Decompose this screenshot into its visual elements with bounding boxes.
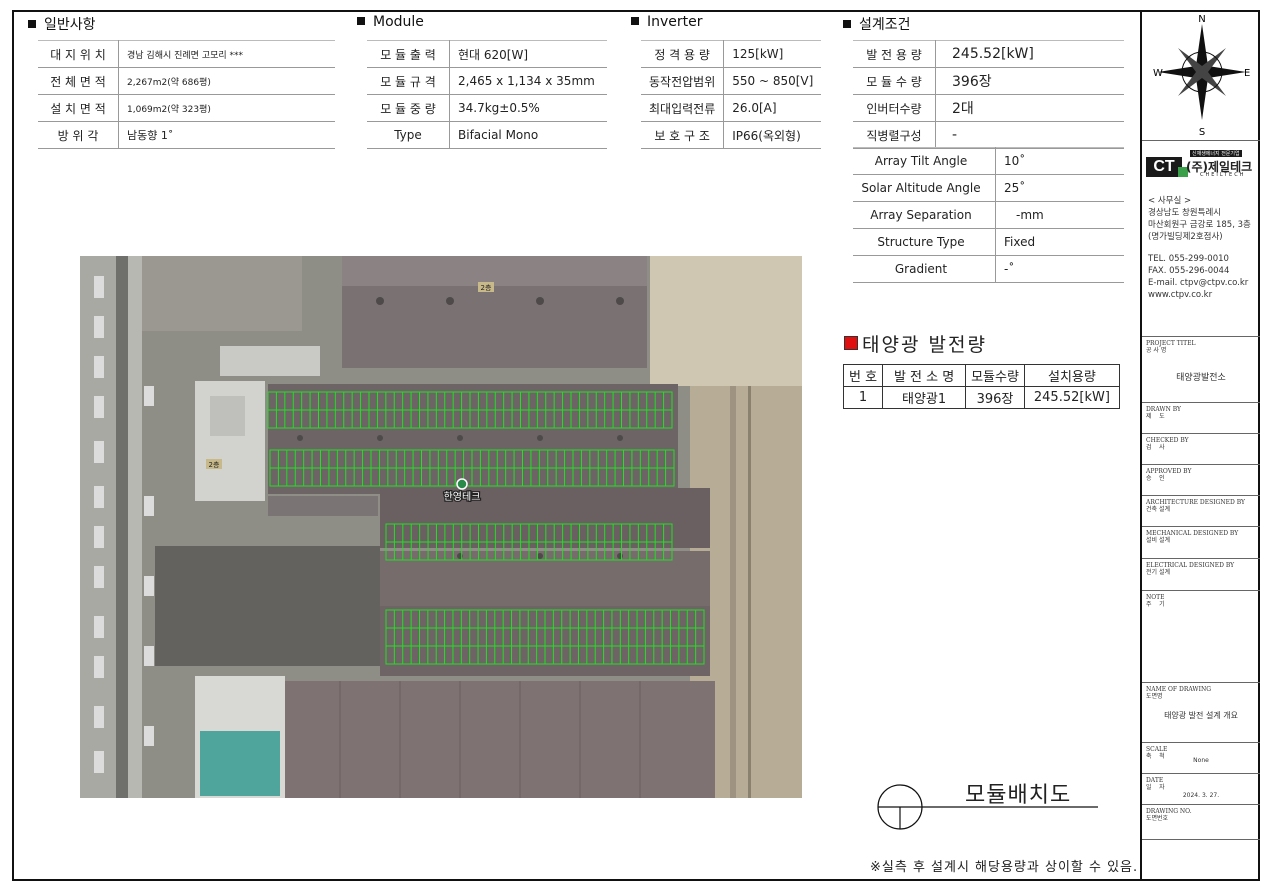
project-title-field: PROJECT TITEL 공 사 명 태양광발전소 — [1142, 336, 1260, 403]
table-row: 직병렬구성- — [853, 121, 1124, 149]
square-bullet-icon — [631, 17, 639, 25]
table-row: Gradient-˚ — [853, 255, 1124, 283]
name-of-drawing-field: NAME OF DRAWING 도면명 태양광 발전 설계 개요 — [1142, 682, 1260, 743]
building-floor-label: 2층 — [481, 283, 492, 292]
compass-east: E — [1244, 68, 1250, 79]
checked-by-field: CHECKED BY 검 사 — [1142, 433, 1260, 465]
scale-field: SCALE 축 척 None — [1142, 742, 1260, 774]
logo-green-accent — [1178, 167, 1188, 177]
logo-badge: 신재생에너지 전문기업 — [1190, 150, 1242, 157]
red-square-icon — [844, 336, 858, 350]
aerial-site-photo: 2층 2층 한영테크 — [80, 256, 802, 798]
design-section-title: 설계조건 — [843, 14, 911, 34]
drawing-number-field: DRAWING NO. 도면번호 — [1142, 804, 1260, 840]
approved-by-field: APPROVED BY 승 인 — [1142, 464, 1260, 496]
drawing-label: 모듈배치도 — [965, 783, 1072, 808]
generation-table: 번 호 발 전 소 명 모듈수량 설치용량 1 태양광1 396장 245.52… — [842, 364, 1120, 409]
company-address: < 사무실 > 경상남도 창원특례시 마산회원구 금강로 185, 3층 (명가… — [1148, 196, 1251, 300]
logo-subtitle: CHEILTECH — [1200, 172, 1246, 178]
architecture-designed-field: ARCHITECTURE DESIGNED BY 건축 설계 — [1142, 495, 1260, 527]
date-field: DATE 일 자 2024. 3. 27. — [1142, 773, 1260, 805]
note-field: NOTE 주 기 — [1142, 590, 1260, 683]
table-row: 1 태양광1 396장 245.52[kW] — [842, 386, 1120, 409]
logo-company-name: (주)제일테크 — [1186, 160, 1253, 174]
company-logo: CT 신재생에너지 전문기업 (주)제일테크 CHEILTECH — [1142, 140, 1260, 186]
square-bullet-icon — [28, 20, 36, 28]
electrical-designed-field: ELECTRICAL DESIGNED BY 전기 설계 — [1142, 558, 1260, 591]
drawn-by-field: DRAWN BY 제 도 — [1142, 402, 1260, 434]
drawing-title-symbol — [877, 784, 1098, 830]
company-map-label: 한영테크 — [444, 491, 481, 503]
location-pin-icon — [456, 478, 468, 490]
square-bullet-icon — [843, 20, 851, 28]
title-block — [1140, 10, 1260, 881]
square-bullet-icon — [357, 17, 365, 25]
site-layout-drawing: 2층 2층 한영테크 — [80, 256, 802, 798]
compass-rose-icon: N S W E — [1153, 14, 1250, 137]
compass-south: S — [1199, 127, 1205, 137]
table-header-row: 번 호 발 전 소 명 모듈수량 설치용량 — [842, 364, 1120, 387]
generation-section-title: 태양광 발전량 — [844, 330, 987, 357]
compass-west: W — [1153, 68, 1163, 79]
footnote: ※실측 후 설계시 해당용량과 상이할 수 있음. — [870, 860, 1139, 875]
mechanical-designed-field: MECHANICAL DESIGNED BY 설비 설계 — [1142, 526, 1260, 559]
drawing-sheet-border — [12, 10, 1260, 881]
general-section-title: 일반사항 — [28, 14, 96, 34]
module-section-title: Module — [357, 14, 424, 30]
logo-mark: CT — [1146, 157, 1182, 177]
building-floor-label: 2층 — [209, 460, 220, 469]
compass-north: N — [1198, 14, 1205, 25]
table-row: Array Separation-mm — [853, 201, 1124, 229]
inverter-section-title: Inverter — [631, 14, 703, 30]
